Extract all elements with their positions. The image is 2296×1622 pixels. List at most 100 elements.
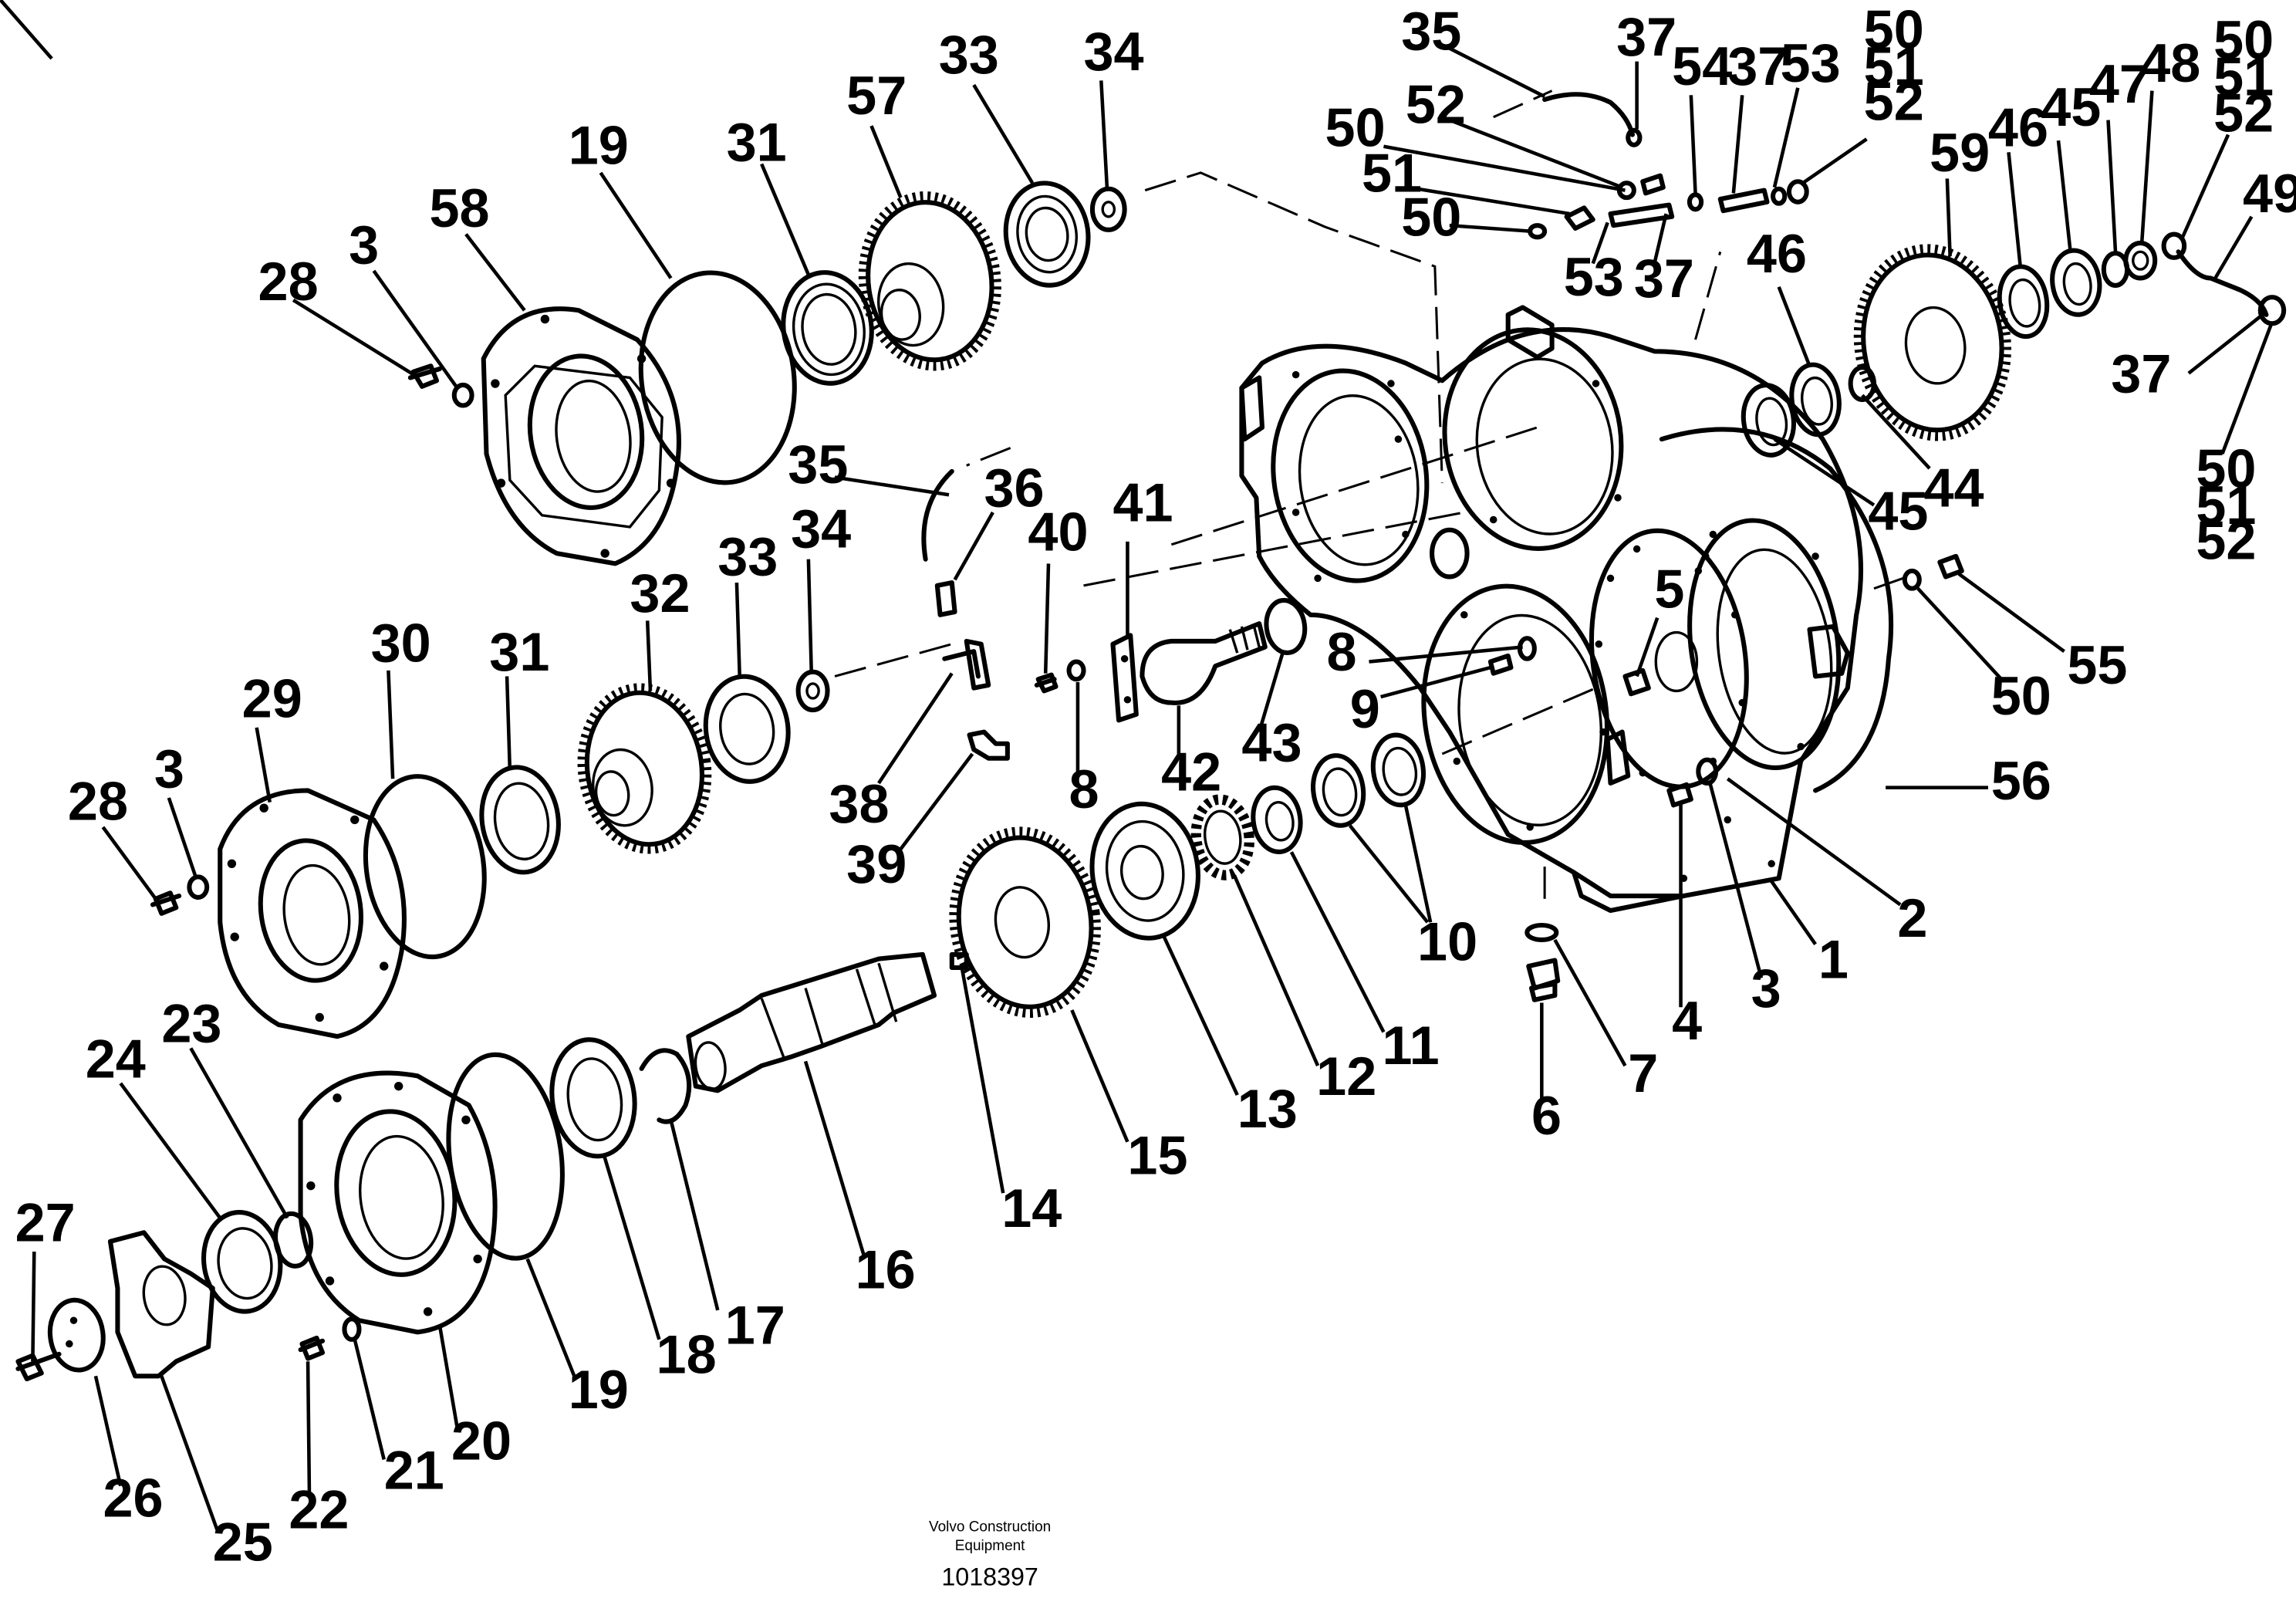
plug-6 <box>1526 958 1561 1002</box>
callout-30: 30 <box>371 612 431 673</box>
callout-5: 5 <box>1654 558 1684 619</box>
bracket-41 <box>1110 633 1139 723</box>
callout-51-top-b: 51 <box>1864 35 1924 96</box>
callout-34-upper: 34 <box>1084 21 1144 82</box>
callout-50-bottom-right: 50 <box>2196 438 2256 499</box>
washer-3-lower <box>187 874 210 900</box>
gear-15 <box>949 826 1101 1018</box>
callout-59: 59 <box>1930 122 1990 183</box>
callout-36: 36 <box>984 457 1045 518</box>
callout-35-upper: 35 <box>1401 1 1461 62</box>
callout-38: 38 <box>829 773 889 834</box>
callout-51-bottom-right: 51 <box>2196 475 2256 536</box>
callout-19-lower: 19 <box>569 1359 629 1420</box>
callout-52-top: 52 <box>1406 73 1466 134</box>
bearing-45-b <box>2050 248 2102 317</box>
callout-45-a: 45 <box>1868 481 1928 542</box>
callout-14: 14 <box>1001 1178 1062 1238</box>
callout-52-top-right: 52 <box>2213 83 2274 144</box>
callout-43: 43 <box>1241 711 1302 772</box>
yoke-25 <box>107 1230 215 1379</box>
hose-35-lower <box>921 468 954 562</box>
callout-33-lower: 33 <box>718 526 778 587</box>
callout-16: 16 <box>856 1238 916 1299</box>
bearing-18 <box>549 1037 637 1159</box>
cup-46-b <box>1997 264 2050 340</box>
callout-50-top: 50 <box>1325 97 1386 158</box>
washer-3-right <box>1696 757 1719 786</box>
company-line-1: Volvo Construction <box>929 1519 1051 1535</box>
callout-41: 41 <box>1113 471 1173 532</box>
callout-18: 18 <box>657 1323 717 1384</box>
callout-50-mid-top: 50 <box>1401 186 1461 247</box>
callout-22: 22 <box>289 1479 349 1540</box>
gear-59 <box>1853 244 2011 441</box>
middle-small-parts <box>921 468 1308 761</box>
callout-50-top-right: 50 <box>2213 9 2274 70</box>
housing-gasket <box>1659 427 1894 793</box>
callout-1: 1 <box>1818 928 1849 989</box>
callout-10: 10 <box>1417 911 1477 972</box>
lockwasher-12 <box>1190 794 1254 880</box>
bolt-28-lower <box>150 890 182 916</box>
callout-3-upper: 3 <box>349 214 379 275</box>
callout-17: 17 <box>725 1295 785 1356</box>
callout-48: 48 <box>2140 32 2200 93</box>
hose-35-upper <box>1542 92 1635 137</box>
callout-34-lower: 34 <box>791 498 851 559</box>
bearing-45-a <box>1741 383 1796 458</box>
washer-21 <box>342 1316 362 1342</box>
callout-13: 13 <box>1237 1078 1298 1139</box>
callout-28-lower: 28 <box>68 770 128 831</box>
callout-31-lower: 31 <box>489 621 549 682</box>
nut-11 <box>1251 785 1303 854</box>
callout-52-top-b: 52 <box>1864 71 1924 132</box>
washer-50-top <box>1528 223 1548 240</box>
callout-6: 6 <box>1531 1085 1562 1146</box>
tee-38 <box>942 638 991 691</box>
washer-34-upper <box>1089 186 1127 232</box>
bolt-40 <box>1034 672 1059 694</box>
pipe-53-b <box>1717 188 1770 214</box>
seal-10a <box>1311 753 1366 828</box>
callout-15: 15 <box>1127 1124 1187 1185</box>
elbow-39 <box>967 729 1010 761</box>
callout-50-right: 50 <box>1991 665 2051 726</box>
gearbox-housing <box>1239 305 1894 914</box>
callout-8-upper: 8 <box>1326 621 1356 682</box>
middle-left-assembly <box>150 669 830 1039</box>
fitting-54 <box>1687 192 1704 212</box>
callout-12: 12 <box>1316 1046 1376 1107</box>
callout-44: 44 <box>1923 457 1984 518</box>
callout-46-b: 46 <box>1988 97 2048 158</box>
upper-left-assembly <box>407 181 1127 566</box>
cap-26 <box>47 1297 106 1373</box>
washer-34-lower <box>795 669 830 713</box>
nut-48 <box>2123 240 2158 281</box>
washer-50-right <box>1902 568 1922 591</box>
callout-20: 20 <box>451 1410 512 1471</box>
callout-29: 29 <box>242 668 302 729</box>
output-shaft-assembly <box>15 732 1427 1382</box>
fitting-51-top <box>1564 205 1595 231</box>
circlip-17 <box>639 1048 692 1124</box>
callout-46-a: 46 <box>1747 223 1807 284</box>
callout-33-upper: 33 <box>939 24 999 85</box>
callout-31-upper: 31 <box>727 112 787 173</box>
cover-29 <box>218 788 407 1039</box>
company-line-2: Equipment <box>955 1538 1025 1554</box>
bolt-27 <box>15 1351 62 1382</box>
o-ring-30 <box>363 774 487 960</box>
gear-32 <box>577 683 712 854</box>
footer: Volvo Construction Equipment 1018397 <box>929 1519 1051 1590</box>
callout-54: 54 <box>1672 35 1732 96</box>
callout-37-a: 37 <box>1616 6 1676 67</box>
callout-56: 56 <box>1991 750 2051 811</box>
callout-3-lower: 3 <box>154 738 184 799</box>
bearing-13 <box>1089 801 1200 941</box>
callout-37-right: 37 <box>2111 343 2171 404</box>
callout-37-c: 37 <box>1727 35 1788 96</box>
washer-3-upper <box>451 382 474 408</box>
callout-58: 58 <box>430 177 490 238</box>
